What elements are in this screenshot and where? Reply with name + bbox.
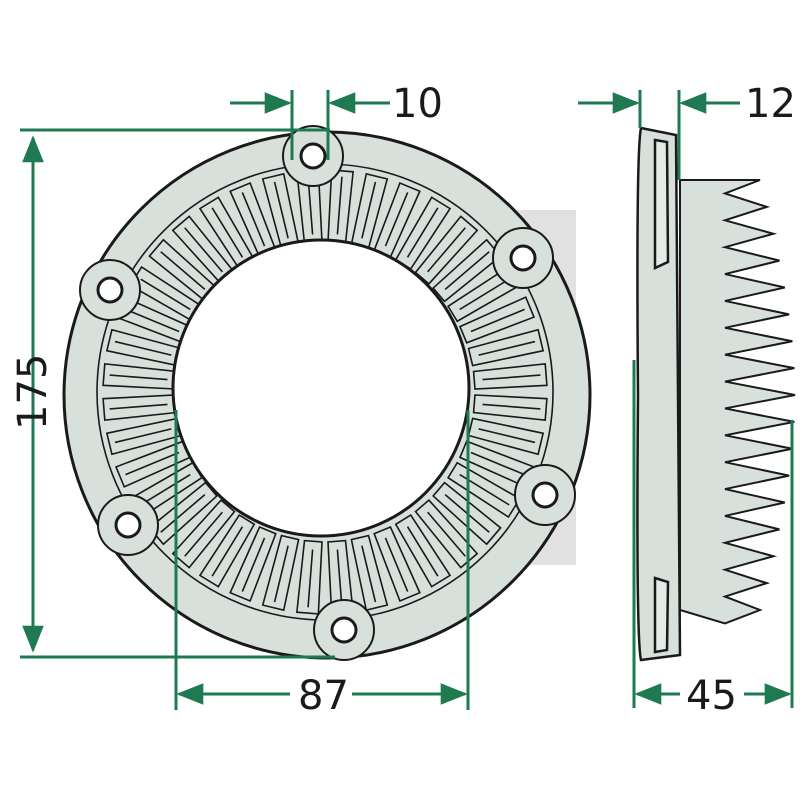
mounting-hole <box>509 244 537 272</box>
mounting-hole <box>299 142 327 170</box>
front-view <box>62 125 592 661</box>
mounting-holes <box>79 125 576 661</box>
dim-flange-thickness: 12 <box>745 81 796 127</box>
tooth <box>467 328 545 367</box>
dim-overall-height: 45 <box>686 673 737 719</box>
side-flange <box>636 126 682 662</box>
tooth <box>414 499 479 569</box>
tooth <box>295 539 323 615</box>
tooth <box>472 362 548 390</box>
mounting-hole <box>531 481 559 509</box>
tooth <box>171 499 236 569</box>
tooth <box>467 417 545 456</box>
dim-hole-diameter: 10 <box>392 81 443 127</box>
dim-inner-diameter: 87 <box>298 673 349 719</box>
mounting-hole <box>330 616 358 644</box>
tooth <box>327 539 355 615</box>
side-view <box>636 126 796 662</box>
mounting-hole <box>96 276 124 304</box>
inner-bore <box>171 238 471 538</box>
tooth <box>414 215 479 285</box>
tooth <box>229 525 277 603</box>
mounting-hole <box>114 511 142 539</box>
tooth <box>373 525 421 603</box>
tooth <box>198 514 256 588</box>
tooth <box>472 394 548 422</box>
dimension-lines <box>20 90 794 710</box>
tooth <box>394 514 452 588</box>
tooth <box>261 534 300 612</box>
tooth <box>458 296 536 344</box>
dim-outer-diameter: 175 <box>10 354 56 430</box>
side-tooth-profile <box>679 179 796 625</box>
